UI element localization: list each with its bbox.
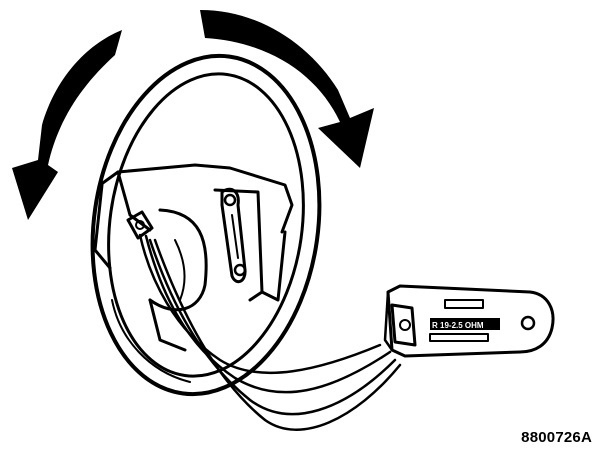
mounting-bracket: [220, 187, 247, 284]
tool-resistance-label: R 19-2.5 OHM: [432, 321, 484, 330]
resistor-tool: R 19-2.5 OHM: [383, 284, 555, 358]
rotation-arrow-left: [12, 30, 122, 220]
test-leads: [138, 233, 402, 431]
steering-wheel-rim: [90, 53, 322, 397]
figure-code: 8800726A: [521, 429, 592, 446]
hub-connector: [126, 210, 154, 240]
rotation-arrow-right: [200, 10, 374, 168]
